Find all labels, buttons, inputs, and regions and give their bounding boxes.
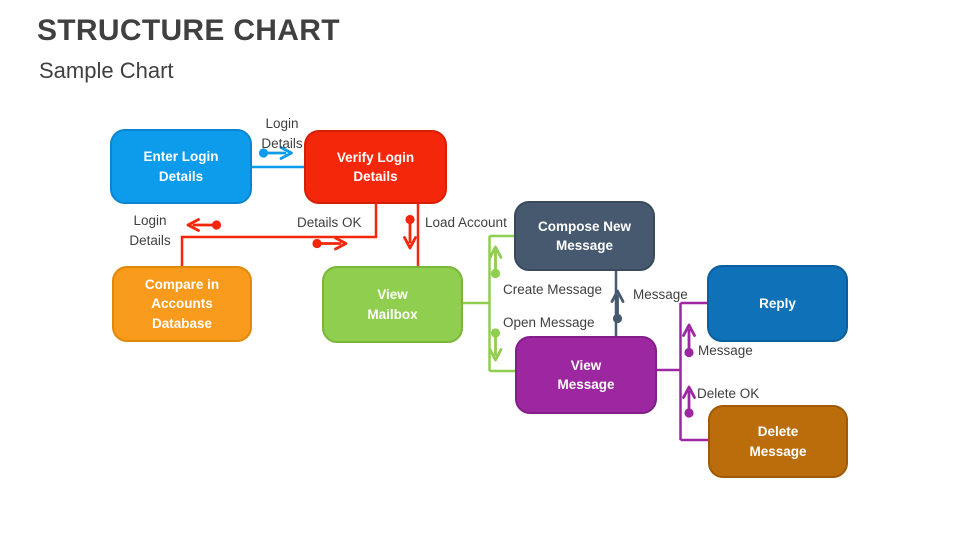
arrow-details-ok-right-icon [312, 238, 346, 249]
connector-viewmessage-branch [657, 303, 709, 440]
arrow-create-message-up-icon [490, 247, 501, 279]
arrow-load-account-down-icon [405, 214, 416, 248]
arrow-delete-ok-up-icon [684, 387, 695, 418]
node-reply: Reply [707, 265, 848, 342]
edge-label-login-details-left: Login Details [129, 213, 171, 248]
arrow-open-message-down-icon [490, 328, 501, 360]
edge-label-details-ok: Details OK [297, 215, 362, 230]
page-subtitle: Sample Chart [39, 58, 174, 83]
edge-label-create-message: Create Message [503, 282, 603, 297]
edge-label-message-reply: Message [698, 343, 753, 358]
arrow-login-details-left-icon [188, 220, 222, 231]
edge-label-message-compose: Message [633, 287, 688, 302]
node-view-message: View Message [515, 336, 657, 414]
arrow-login-details-right-icon [258, 148, 292, 159]
node-compose-new-message: Compose New Message [514, 201, 655, 271]
connector-mailbox-branch [463, 236, 516, 371]
node-compare-accounts-database: Compare in Accounts Database [112, 266, 252, 342]
node-delete-message: Delete Message [708, 405, 848, 478]
page-title: STRUCTURE CHART [37, 14, 340, 47]
arrow-message-up-slate-icon [612, 291, 623, 324]
node-enter-login-details: Enter Login Details [110, 129, 252, 204]
edge-label-load-account: Load Account [425, 215, 507, 230]
edge-label-open-message: Open Message [503, 315, 595, 330]
node-view-mailbox: View Mailbox [322, 266, 463, 343]
arrow-message-up-purple-icon [684, 325, 695, 358]
edge-label-login-details-top: Login Details [261, 116, 303, 151]
node-verify-login-details: Verify Login Details [304, 130, 447, 204]
connector-verify-to-compare [182, 204, 376, 266]
edge-label-delete-ok: Delete OK [697, 386, 760, 401]
